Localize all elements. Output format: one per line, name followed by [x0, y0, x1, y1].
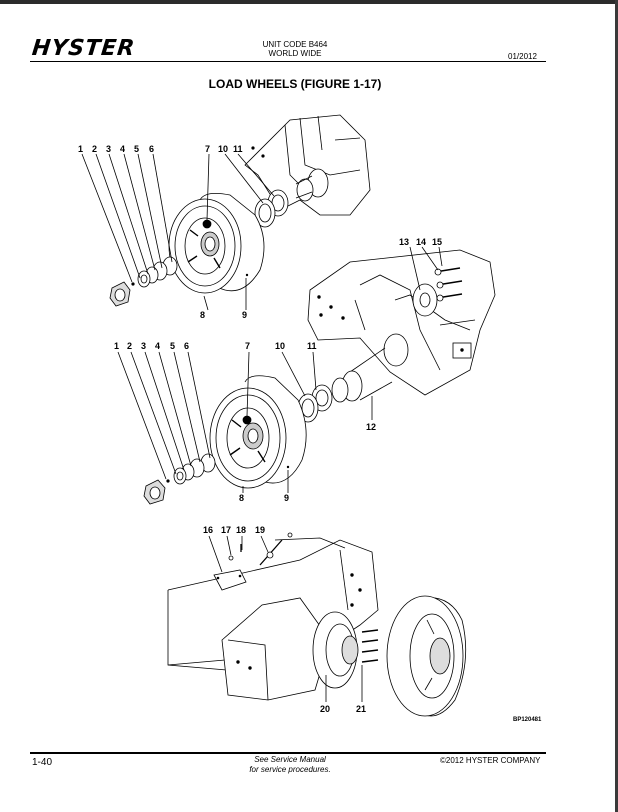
- callout-mid: 12: [366, 422, 376, 432]
- callout-mid: 5: [170, 341, 175, 351]
- callout-mid: 8: [239, 493, 244, 503]
- right-border: [615, 0, 618, 812]
- copyright: ©2012 HYSTER COMPANY: [440, 756, 541, 765]
- callout-mid: 4: [155, 341, 160, 351]
- callout-bottom: 16: [203, 525, 213, 535]
- callout-mid: 7: [245, 341, 250, 351]
- page-number: 1-40: [32, 757, 53, 768]
- revision-date: 01/2012: [508, 52, 537, 61]
- unit-code-block: UNIT CODE B464 WORLD WIDE: [250, 40, 340, 58]
- callout-mid: 13: [399, 237, 409, 247]
- callout-labels: 1 2 3 4 5 6 7 10 11 8 9 13 14 15 1 2 3 4…: [78, 144, 442, 714]
- middle-wheel-assembly: [117, 246, 496, 505]
- service-note-line1: See Service Manual: [254, 755, 326, 764]
- callout-top: 4: [120, 144, 125, 154]
- callout-mid: 10: [275, 341, 285, 351]
- top-border: [0, 0, 618, 4]
- callout-top: 9: [242, 310, 247, 320]
- callout-mid: 1: [114, 341, 119, 351]
- callout-top: 1: [78, 144, 83, 154]
- callout-top: 6: [149, 144, 154, 154]
- callout-mid: 15: [432, 237, 442, 247]
- callout-mid: 2: [127, 341, 132, 351]
- callout-top: 11: [233, 144, 243, 154]
- callout-top: 7: [205, 144, 210, 154]
- callout-top: 3: [106, 144, 111, 154]
- callout-mid: 14: [416, 237, 426, 247]
- bottom-wheel-assembly: [167, 532, 467, 717]
- callout-bottom: 19: [255, 525, 265, 535]
- callout-mid: 11: [307, 341, 317, 351]
- callout-top: 8: [200, 310, 205, 320]
- callout-top: 2: [92, 144, 97, 154]
- service-note-line2: for service procedures.: [249, 765, 331, 774]
- page-title: LOAD WHEELS (FIGURE 1-17): [208, 77, 382, 91]
- callout-mid: 3: [141, 341, 146, 351]
- unit-code: UNIT CODE B464: [262, 40, 328, 49]
- callout-top: 5: [134, 144, 139, 154]
- footer-rule: [30, 752, 546, 754]
- callout-mid: 6: [184, 341, 189, 351]
- top-wheel-assembly: [81, 114, 371, 311]
- service-note: See Service Manual for service procedure…: [230, 755, 350, 775]
- callout-bottom: 18: [236, 525, 246, 535]
- callout-mid: 9: [284, 493, 289, 503]
- region: WORLD WIDE: [268, 49, 322, 58]
- callout-bottom: 20: [320, 704, 330, 714]
- callout-bottom: 21: [356, 704, 366, 714]
- header-rule: [30, 61, 546, 62]
- figure-reference: BP120481: [513, 717, 542, 723]
- callout-top: 10: [218, 144, 228, 154]
- callout-bottom: 17: [221, 525, 231, 535]
